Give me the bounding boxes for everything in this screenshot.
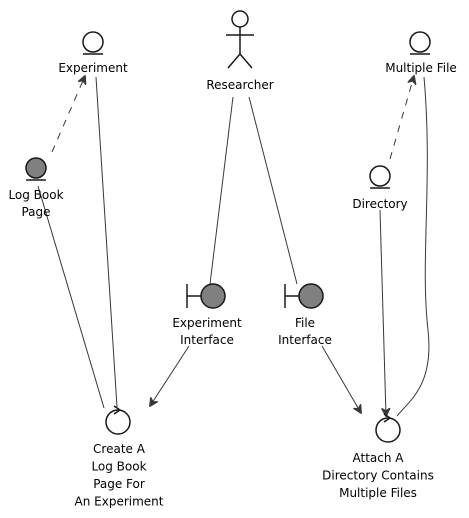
edge-directory-to-attach-directory [379, 209, 386, 416]
label-line: Create A [93, 442, 146, 456]
node-label: Multiple File [385, 61, 457, 75]
boundary-icon [186, 283, 226, 309]
edge-experiment-to-create-log-book [95, 76, 118, 408]
control-circle-arrow-icon [105, 405, 131, 435]
node-label: Experiment [58, 61, 128, 75]
label-line: Multiple File [385, 61, 457, 75]
label-line: Page [21, 205, 50, 219]
node-label: Directory [352, 197, 407, 211]
actor-researcher: Researcher [206, 10, 274, 92]
edge-experiment-interface-to-create-log-book [150, 345, 190, 406]
entity-experiment: Experiment [58, 31, 128, 75]
boundary-icon [284, 283, 324, 309]
edge-directory-to-multiple-file [389, 76, 414, 160]
edge-researcher-to-file-interface [248, 96, 298, 285]
label-line: Experiment [58, 61, 128, 75]
entity-circle-icon [82, 31, 104, 53]
edge-multiple-file-to-attach-directory [396, 76, 430, 417]
edge-file-interface-to-attach-directory [321, 345, 361, 413]
entity-circle-icon [409, 31, 431, 53]
label-line: Page For [93, 477, 145, 491]
label-line: Log Book [91, 460, 146, 474]
control-circle-arrow-icon [375, 413, 401, 443]
label-line: Researcher [206, 78, 273, 92]
entity-multiple-file: Multiple File [385, 31, 457, 75]
label-line: Multiple Files [339, 486, 417, 500]
node-label: Researcher [206, 78, 273, 92]
edges [37, 76, 430, 417]
label-line: Experiment [172, 316, 242, 330]
entity-circle-icon [369, 165, 391, 187]
label-line: Log Book [8, 188, 63, 202]
edge-researcher-to-experiment-interface [209, 96, 234, 285]
label-line: Directory Contains [322, 469, 434, 483]
entity-circle-icon [25, 157, 47, 179]
entity-directory: Directory [352, 165, 408, 211]
label-line: Interface [278, 333, 332, 347]
label-line: Directory [352, 197, 407, 211]
label-line: An Experiment [75, 495, 164, 509]
label-line: Interface [180, 333, 234, 347]
label-line: File [295, 316, 315, 330]
actor-stick-figure-icon [226, 10, 254, 69]
edge-log-book-page-to-experiment [51, 76, 85, 153]
edge-log-book-page-to-create-log-book [37, 185, 105, 409]
label-line: Attach A [353, 451, 405, 465]
